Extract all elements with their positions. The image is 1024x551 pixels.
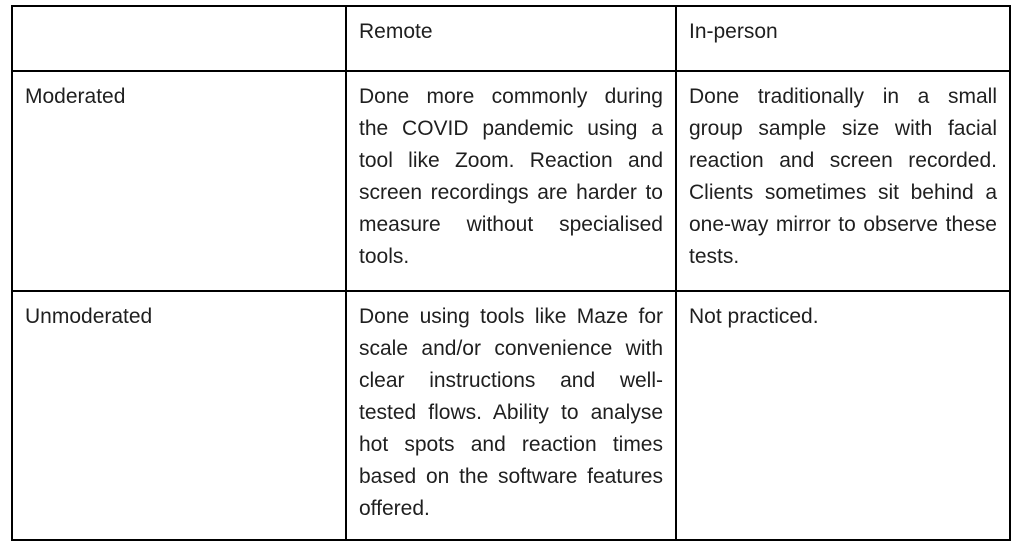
cell-moderated-remote: Done more commonly during the COVID pand…	[345, 70, 677, 292]
cell-moderated-in-person: Done traditionally in a small group samp…	[675, 70, 1011, 292]
cell-unmoderated-remote: Done using tools like Maze for scale and…	[345, 290, 677, 541]
row-label-unmoderated: Unmoderated	[11, 290, 347, 541]
row-label-moderated: Moderated	[11, 70, 347, 292]
table-row-moderated: Moderated Done more commonly during the …	[11, 70, 1011, 292]
corner-cell	[11, 5, 347, 72]
table-header-row: Remote In-person	[11, 5, 1011, 72]
cell-unmoderated-in-person: Not practiced.	[675, 290, 1011, 541]
comparison-table-container: Remote In-person Moderated Done more com…	[11, 5, 1011, 541]
table-row-unmoderated: Unmoderated Done using tools like Maze f…	[11, 290, 1011, 541]
column-header-in-person: In-person	[675, 5, 1011, 72]
moderation-comparison-table: Remote In-person Moderated Done more com…	[11, 5, 1011, 541]
column-header-remote: Remote	[345, 5, 677, 72]
